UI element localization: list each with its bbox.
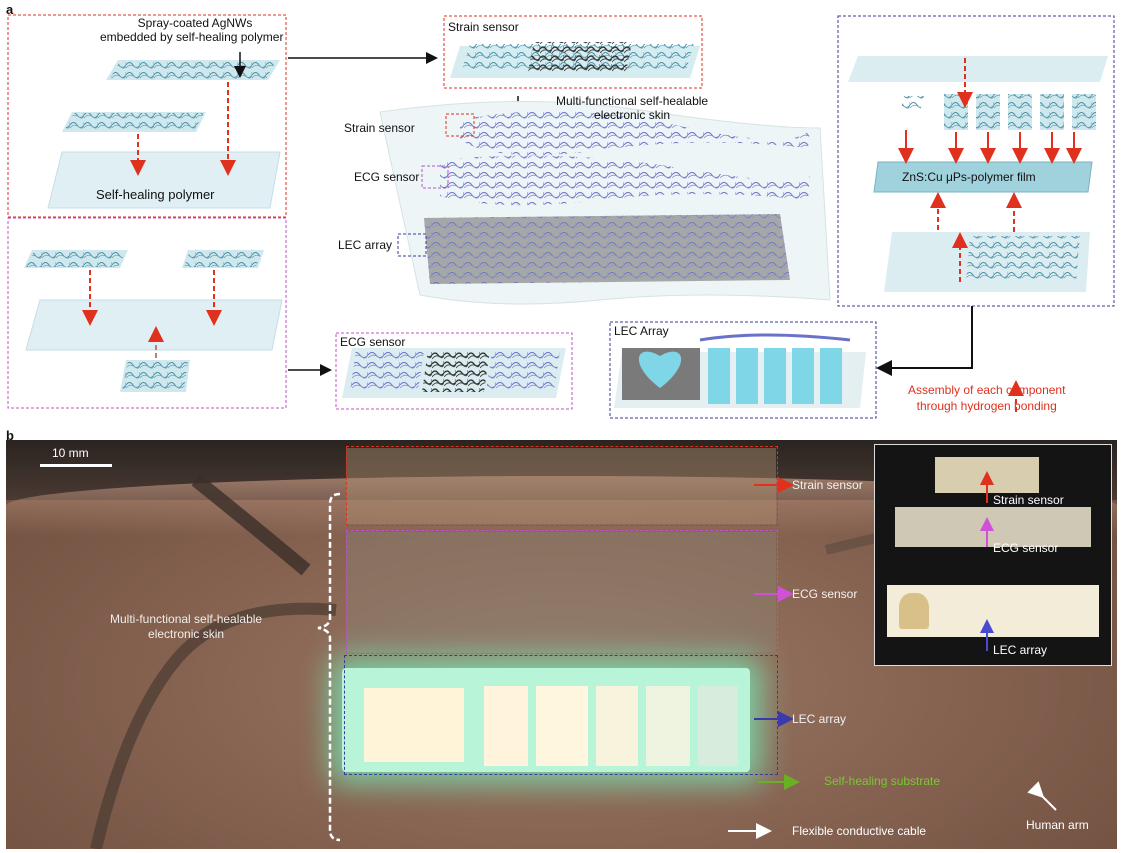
assembly-line-1: Assembly of each component: [908, 383, 1066, 397]
scale-bar-line: [40, 464, 112, 467]
ecg-box-label: ECG sensor: [340, 335, 406, 349]
electrode-strips: [944, 94, 1096, 130]
phosphor-film-label: ZnS:Cu μPs-polymer film: [902, 170, 1036, 184]
layer-ecg-label: ECG sensor: [354, 170, 420, 184]
substrate-label: Self-healing substrate: [824, 774, 941, 788]
ecg-sensor-patch: [346, 532, 776, 652]
strain-sensor-patch: [346, 448, 776, 524]
lec-array-box: [609, 321, 877, 419]
panel-b-arrows: [728, 477, 1057, 839]
layer-strain-label: Strain sensor: [344, 121, 415, 135]
eskin-label-line-1: Multi-functional self-healable: [110, 612, 263, 626]
inset-strain-label: Strain sensor: [993, 493, 1064, 507]
ecg-assembly-box: [7, 217, 287, 409]
eskin-label-line-2: electronic skin: [148, 627, 225, 641]
lec-array-label: LEC array: [792, 712, 847, 726]
arm-label: Human arm: [1026, 818, 1089, 832]
agnw-title-line-2: embedded by self-healing polymer: [100, 30, 284, 44]
ecg-sensor-label: ECG sensor: [792, 587, 858, 601]
inset-heart: [899, 593, 929, 629]
lec-heart-cell: [364, 688, 464, 762]
strain-sensor-box-label: Strain sensor: [448, 20, 519, 34]
assembly-legend: Assembly of each component through hydro…: [908, 382, 1065, 414]
eskin-bracket: [317, 492, 341, 842]
inset-ecg-label: ECG sensor: [993, 541, 1059, 555]
arm-photo: 10 mm Strain sensor ECG sensor LEC array…: [6, 440, 1117, 849]
panel-a-schematic: [7, 14, 1115, 419]
lec-assembly-box: [837, 15, 1115, 307]
inset-photo: Strain sensor ECG sensor LEC array: [874, 444, 1112, 666]
layer-lec-label: LEC array: [338, 238, 393, 252]
panel-a-letter: a: [6, 2, 14, 17]
eskin-title: Multi-functional self-healable electroni…: [556, 94, 708, 122]
lec-cell-4: [646, 686, 690, 766]
panel-b-letter: b: [6, 428, 14, 443]
scale-bar-label: 10 mm: [52, 446, 89, 460]
assembly-line-2: through hydrogen bonding: [916, 399, 1057, 413]
lec-cell-3: [596, 686, 638, 766]
agnw-title: Spray-coated AgNWs embedded by self-heal…: [100, 16, 283, 44]
heart-pixel: [638, 351, 682, 388]
eskin-title-line-2: electronic skin: [594, 108, 671, 122]
lec-region-box: [344, 655, 778, 775]
ecg-region-box: [346, 530, 778, 654]
agnw-title-line-1: Spray-coated AgNWs: [137, 16, 253, 30]
eskin-title-line-1: Multi-functional self-healable: [556, 94, 709, 108]
eskin-label: Multi-functional self-healable electroni…: [110, 612, 262, 642]
strain-sensor-label: Strain sensor: [792, 478, 863, 492]
self-healing-polymer-label: Self-healing polymer: [96, 187, 215, 202]
lec-cell-2: [536, 686, 588, 766]
lec-cell-1: [484, 686, 528, 766]
ecg-sensor-box: [335, 332, 573, 410]
cable-label: Flexible conductive cable: [792, 824, 927, 838]
inset-lec-label: LEC array: [993, 643, 1048, 657]
inset-arrows: [980, 471, 994, 651]
lec-box-label: LEC Array: [614, 324, 669, 338]
lec-cell-5: [698, 686, 738, 766]
